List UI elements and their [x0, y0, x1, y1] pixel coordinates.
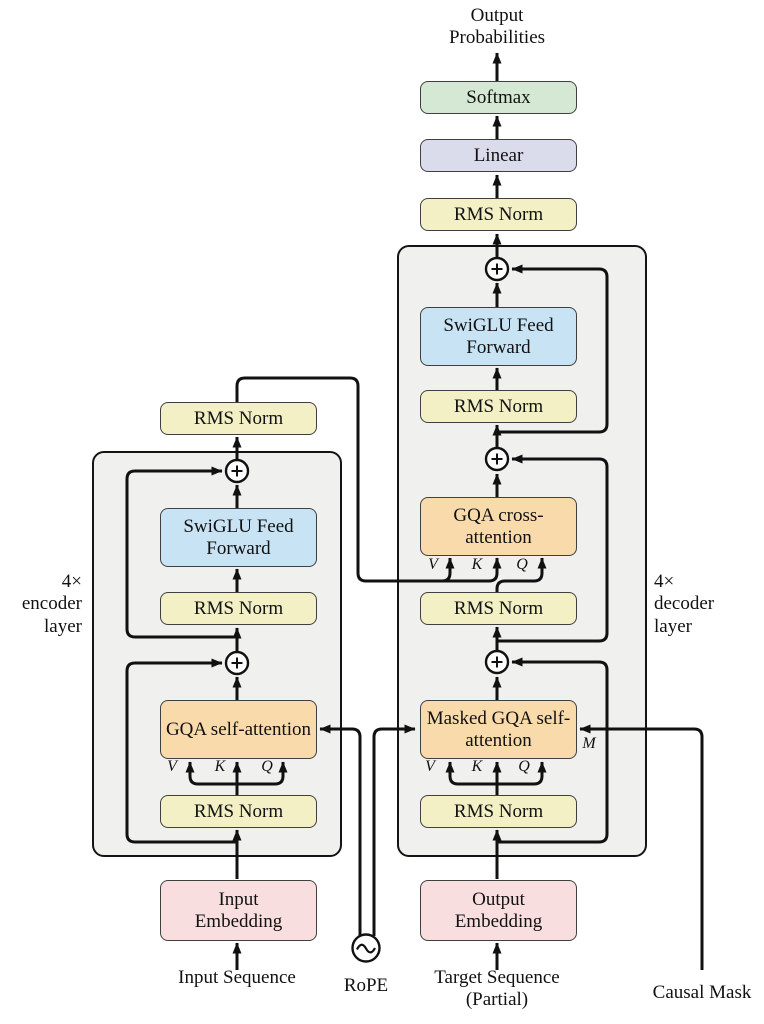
- add-circle-icon: [484, 256, 510, 282]
- cross-attention-q-label: Q: [516, 556, 528, 573]
- residual-add-circles: [224, 256, 510, 676]
- softmax-box: Softmax: [420, 81, 577, 114]
- add-circle-icon: [484, 649, 510, 675]
- masked-attention-v-label: V: [425, 758, 435, 775]
- decoder-layer-count-label: 4× decoder layer: [654, 571, 715, 637]
- gqa-self-attention-label: GQA self-attention: [165, 718, 312, 740]
- masked-gqa-self-attention-box: Masked GQA self-attention: [420, 700, 577, 759]
- decoder-attn-rms-norm-box: RMS Norm: [420, 795, 577, 828]
- decoder-residual-lines: [497, 264, 609, 844]
- encoder-ffn-rms-norm-box: RMS Norm: [160, 592, 317, 625]
- cross-attention-k-label: K: [471, 556, 483, 573]
- rms-norm-label: RMS Norm: [453, 800, 544, 822]
- rms-norm-label: RMS Norm: [193, 800, 284, 822]
- encoder-attention-q-label: Q: [261, 758, 273, 775]
- input-embedding-box: Input Embedding: [160, 880, 317, 941]
- swiglu-label: SwiGLU Feed Forward: [443, 315, 554, 358]
- decoder-cross-rms-norm-box: RMS Norm: [420, 592, 577, 625]
- output-embedding-label: Output Embedding: [454, 889, 543, 932]
- decoder-swiglu-box: SwiGLU Feed Forward: [420, 307, 577, 366]
- encoder-to-decoder-line: [235, 376, 502, 583]
- rms-norm-label: RMS Norm: [453, 597, 544, 619]
- encoder-layer-count-label: 4× encoder layer: [21, 571, 82, 637]
- encoder-output-rms-norm-box: RMS Norm: [160, 402, 317, 435]
- input-embedding-label: Input Embedding: [194, 889, 283, 932]
- input-sequence-label: Input Sequence: [178, 967, 296, 988]
- masked-attention-q-label: Q: [518, 758, 530, 775]
- encoder-attn-rms-norm-box: RMS Norm: [160, 795, 317, 828]
- mask-m-label: M: [582, 735, 596, 752]
- rms-norm-label: RMS Norm: [453, 395, 544, 417]
- gqa-self-attention-box: GQA self-attention: [160, 700, 317, 759]
- rope-label: RoPE: [343, 975, 389, 996]
- rms-norm-label: RMS Norm: [453, 203, 544, 225]
- rms-norm-label: RMS Norm: [193, 597, 284, 619]
- encoder-attention-k-label: K: [214, 758, 226, 775]
- cross-attention-query-line: [495, 557, 547, 592]
- causal-mask-line: [579, 724, 704, 970]
- softmax-label: Softmax: [466, 86, 531, 108]
- decoder-ffn-rms-norm-box: RMS Norm: [420, 390, 577, 423]
- swiglu-label: SwiGLU Feed Forward: [183, 516, 294, 559]
- linear-label: Linear: [473, 144, 524, 166]
- rms-norm-label: RMS Norm: [193, 407, 284, 429]
- self-attention-vq-connectors: [185, 761, 547, 786]
- encoder-attention-v-label: V: [167, 758, 177, 775]
- linear-box: Linear: [420, 139, 577, 172]
- output-embedding-box: Output Embedding: [420, 880, 577, 941]
- rope-sine-icon: [351, 933, 381, 963]
- causal-mask-label: Causal Mask: [652, 982, 752, 1003]
- final-rms-norm-box: RMS Norm: [420, 198, 577, 231]
- gqa-cross-attention-box: GQA cross-attention: [420, 497, 577, 556]
- add-circle-icon: [224, 458, 250, 484]
- cross-attention-v-label: V: [428, 556, 438, 573]
- add-circle-icon: [484, 446, 510, 472]
- masked-gqa-label: Masked GQA self-attention: [426, 708, 571, 751]
- add-circle-icon: [224, 650, 250, 676]
- gqa-cross-attention-label: GQA cross-attention: [453, 505, 544, 548]
- target-sequence-label: Target Sequence (Partial): [434, 967, 560, 1011]
- encoder-residual-lines: [125, 466, 237, 844]
- output-probabilities-label: Output Probabilities: [448, 5, 546, 49]
- encoder-swiglu-box: SwiGLU Feed Forward: [160, 508, 317, 567]
- masked-attention-k-label: K: [471, 758, 483, 775]
- rope-lines: [319, 724, 416, 936]
